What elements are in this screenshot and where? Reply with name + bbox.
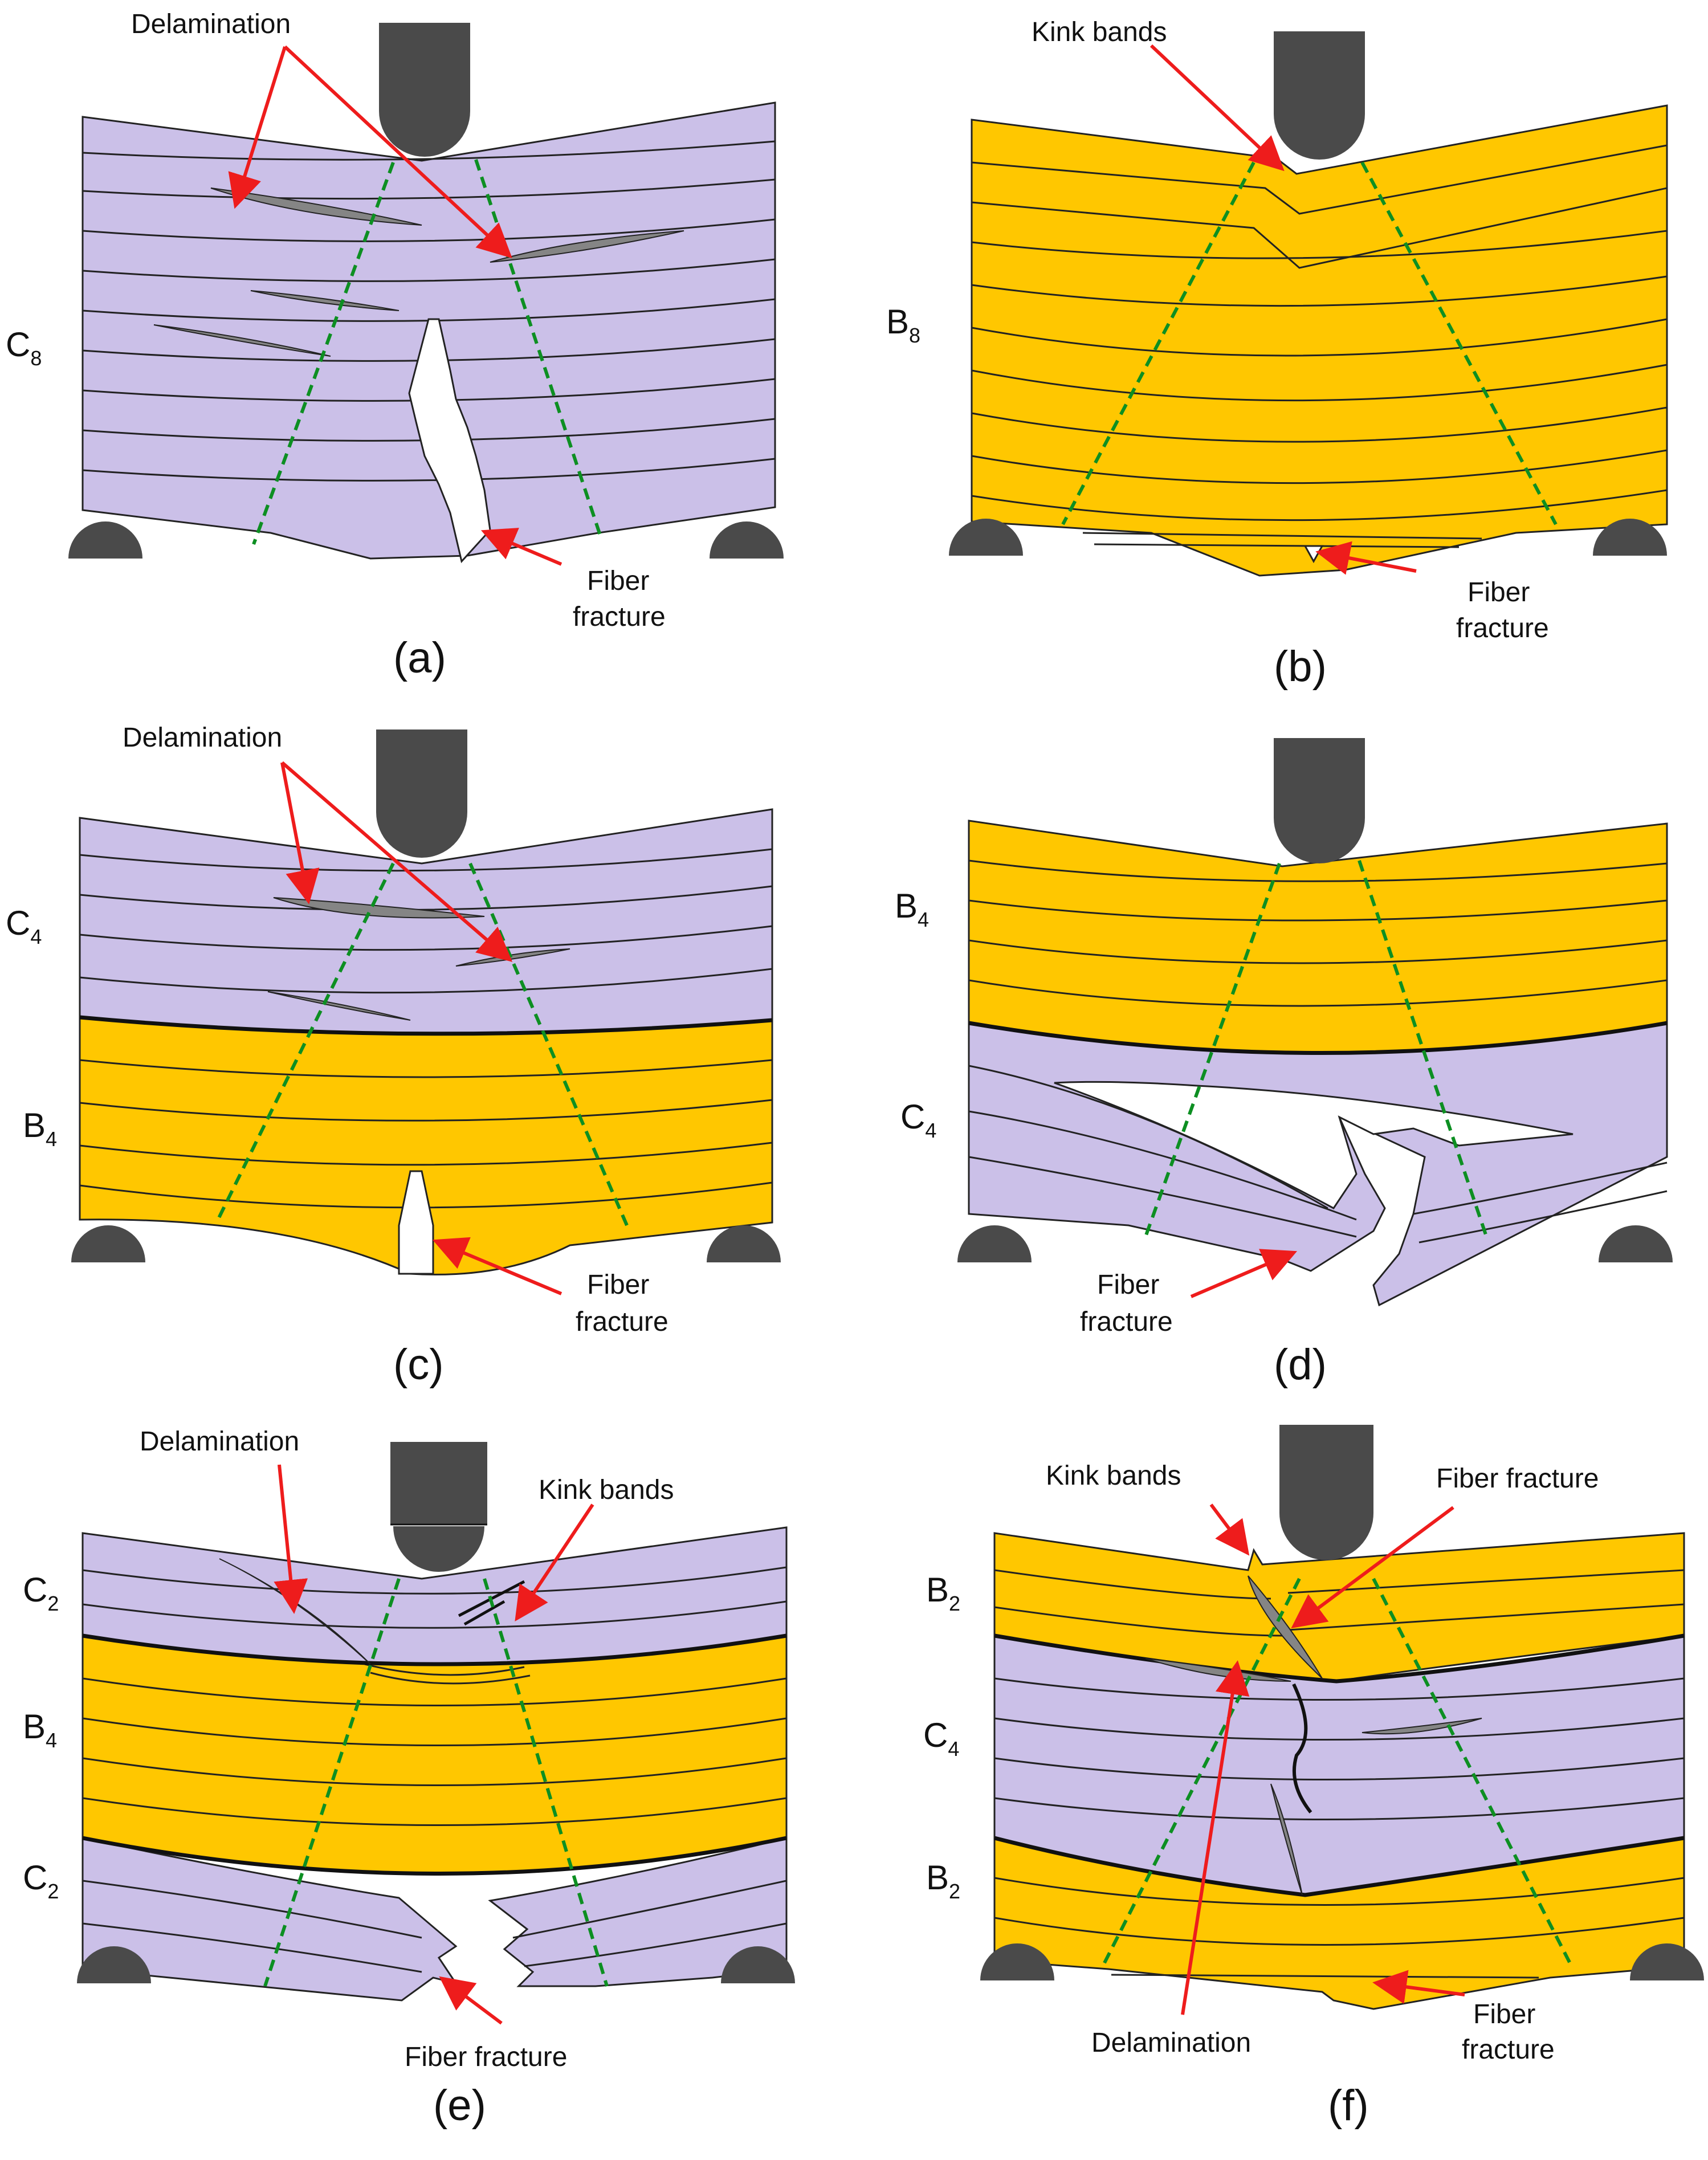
label-delamination: Delamination <box>140 1427 299 1457</box>
arrows <box>228 45 562 566</box>
layer-label: C8 <box>6 325 42 370</box>
support-left <box>71 1225 145 1262</box>
label-fiber: Fiber <box>1473 1999 1535 2029</box>
ply-lines <box>971 144 1668 548</box>
kink-band-lines <box>252 159 603 545</box>
indenter-tip <box>379 111 470 157</box>
label-fiber: Fiber <box>1468 577 1530 608</box>
indenter <box>1279 1425 1373 1513</box>
panel-label: (e) <box>433 2081 486 2130</box>
indenter <box>379 23 470 111</box>
label-fiber: Fiber <box>1097 1270 1159 1300</box>
arrows <box>1181 1503 1465 2015</box>
support-left <box>957 1225 1032 1262</box>
support-left <box>68 521 142 559</box>
indenter-tip <box>1274 818 1365 863</box>
layer-label: B8 <box>886 303 920 347</box>
indenter-tip <box>376 812 467 858</box>
kink-band-lines <box>215 862 629 1226</box>
crack <box>1292 1683 1312 1813</box>
support-right <box>707 1225 781 1262</box>
label-fiber: Fiber <box>587 1270 649 1300</box>
support-left <box>980 1943 1054 1980</box>
ply-lines <box>994 1569 1685 1979</box>
crack <box>398 1170 434 1275</box>
arrows <box>280 761 562 1295</box>
arrows <box>1190 1249 1298 1298</box>
label-kink-bands: Kink bands <box>539 1475 674 1505</box>
layer-label-bottom: C4 <box>900 1098 936 1142</box>
panel-label: (f) <box>1328 2081 1369 2130</box>
layer-label-middle: B4 <box>23 1707 57 1752</box>
panel-d: Fiber fracture B4 C4 (d) <box>895 738 1673 1389</box>
support-right <box>1599 1225 1673 1262</box>
arrows <box>274 1464 594 2025</box>
label-fiber: Fiber <box>587 566 649 596</box>
label-delamination: Delamination <box>1091 2028 1251 2058</box>
indenter <box>1274 738 1365 818</box>
kink-band-lines <box>1061 161 1558 525</box>
indenter-tip <box>1274 114 1365 160</box>
label-kink-bands: Kink bands <box>1046 1461 1181 1491</box>
label-fracture: fracture <box>1462 2035 1555 2065</box>
interface-line-top <box>82 1633 787 1666</box>
support-right <box>1593 519 1667 556</box>
layer-label-bottom: C2 <box>23 1859 59 1903</box>
indenter <box>1274 31 1365 114</box>
support-left <box>949 519 1023 556</box>
interface-line <box>968 1021 1668 1055</box>
layer-label-top: C2 <box>23 1571 59 1615</box>
label-fracture: fracture <box>573 602 666 632</box>
label-delamination: Delamination <box>131 9 291 39</box>
label-delamination: Delamination <box>123 723 282 753</box>
ply-lines <box>82 1566 787 1973</box>
layer-label-bottom: B2 <box>926 1859 960 1903</box>
arrows <box>1149 44 1417 575</box>
panel-label: (d) <box>1274 1340 1327 1389</box>
support-left <box>77 1946 151 1983</box>
indenter-tip <box>1279 1513 1373 1560</box>
label-fracture: fracture <box>1080 1307 1173 1337</box>
support-right <box>1630 1943 1704 1980</box>
delaminations <box>219 1558 371 1665</box>
panel-f: Kink bands Fiber fracture Delamination F… <box>923 1425 1704 2130</box>
kink-band-lines <box>263 1578 609 1987</box>
panel-e: Delamination Kink bands Fiber fracture C… <box>23 1427 795 2130</box>
indenter-tip <box>393 1526 484 1572</box>
label-fracture: fracture <box>1456 613 1549 643</box>
specimen-bfrp <box>81 1635 788 1874</box>
panel-label: (a) <box>393 634 446 682</box>
layer-label-bottom: B4 <box>23 1106 57 1151</box>
label-kink-bands: Kink bands <box>1032 17 1167 47</box>
panel-c: Delamination Fiber fracture C4 B4 (c) <box>6 723 781 1389</box>
kink-band-lines <box>1144 860 1489 1240</box>
support-right <box>710 521 784 559</box>
support-right <box>721 1946 795 1983</box>
panel-b: Kink bands Fiber fracture B8 (b) <box>886 17 1668 691</box>
label-fiber-fracture: Fiber fracture <box>405 2042 567 2072</box>
interface-line <box>79 1015 773 1036</box>
interface-line-top <box>994 1633 1685 1684</box>
layer-label-top: B4 <box>895 887 929 931</box>
panel-label: (b) <box>1274 642 1327 691</box>
specimen-bfrp <box>971 104 1668 577</box>
ply-lines <box>968 859 1668 1244</box>
delaminations <box>153 188 684 357</box>
interface-line-bottom <box>82 1836 787 1876</box>
layer-label-top: B2 <box>926 1571 960 1615</box>
label-fracture: fracture <box>576 1307 668 1337</box>
indenter <box>376 729 467 812</box>
layer-label-middle: C4 <box>923 1716 959 1760</box>
label-fiber-fracture: Fiber fracture <box>1436 1464 1599 1494</box>
panel-a: Delamination Fiber fracture C8 (a) <box>6 9 784 682</box>
indenter <box>390 1442 487 1525</box>
interface-line-bottom <box>994 1836 1685 1897</box>
layer-label-top: C4 <box>6 904 42 948</box>
panel-label: (c) <box>393 1340 444 1389</box>
